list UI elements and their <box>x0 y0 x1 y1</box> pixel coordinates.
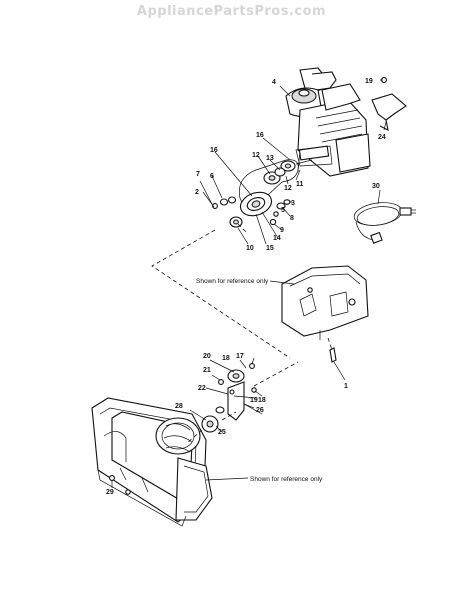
callout-28: 28 <box>175 403 183 410</box>
callout-22: 21 <box>203 367 211 374</box>
callout-19: 18 <box>258 397 266 404</box>
callout-1: 1 <box>344 383 348 390</box>
callout-11: 11 <box>296 181 304 188</box>
callout-4: 4 <box>272 79 276 86</box>
callout-21: 20 <box>203 353 211 360</box>
callout-30: 30 <box>372 183 380 190</box>
leader-lines <box>111 79 387 488</box>
dashed-connector-mid <box>253 361 299 387</box>
callout-17: 17 <box>236 353 244 360</box>
callout-13: 13 <box>266 155 274 162</box>
callout-12b: 12 <box>284 185 292 192</box>
drive-pulley-assembly <box>212 159 313 228</box>
callout-27: 24 <box>378 134 386 141</box>
callout-2: 2 <box>195 189 199 196</box>
callout-20: 19 <box>250 397 258 404</box>
callout-numbers: 4 19 24 16 16 12 13 11 12 3 8 5 9 14 15 … <box>106 78 386 496</box>
callout-23: 19 <box>365 78 373 85</box>
callout-10: 10 <box>246 245 254 252</box>
callout-16b: 16 <box>210 147 218 154</box>
callout-12: 12 <box>252 152 260 159</box>
reference-note-upper: Shown for reference only <box>196 278 269 285</box>
mounting-bracket <box>371 77 407 131</box>
callout-15: 15 <box>266 245 274 252</box>
callout-14: 14 <box>273 235 281 242</box>
auger-pulley-assembly <box>201 363 263 433</box>
callout-18: 18 <box>222 355 230 362</box>
callout-24: 22 <box>198 385 206 392</box>
reference-note-lower: Shown for reference only <box>250 476 323 483</box>
engine <box>285 67 371 177</box>
watermark: AppliancePartsPros.com <box>136 4 327 19</box>
electric-starter-cord <box>353 202 416 244</box>
dashed-connector-upper <box>151 229 291 359</box>
callout-6: 6 <box>210 173 214 180</box>
callout-8: 8 <box>290 215 294 222</box>
callout-9: 9 <box>280 227 284 234</box>
callout-3: 3 <box>291 200 295 207</box>
auger-housing <box>91 397 213 527</box>
shear-pin <box>329 347 337 363</box>
callout-16a: 16 <box>256 132 264 139</box>
callout-25: 25 <box>218 429 226 436</box>
upper-frame-housing <box>281 265 369 340</box>
callout-5: 5 <box>281 207 285 214</box>
callout-7: 7 <box>196 171 200 178</box>
callout-26: 26 <box>256 407 264 414</box>
callout-29: 29 <box>106 489 114 496</box>
